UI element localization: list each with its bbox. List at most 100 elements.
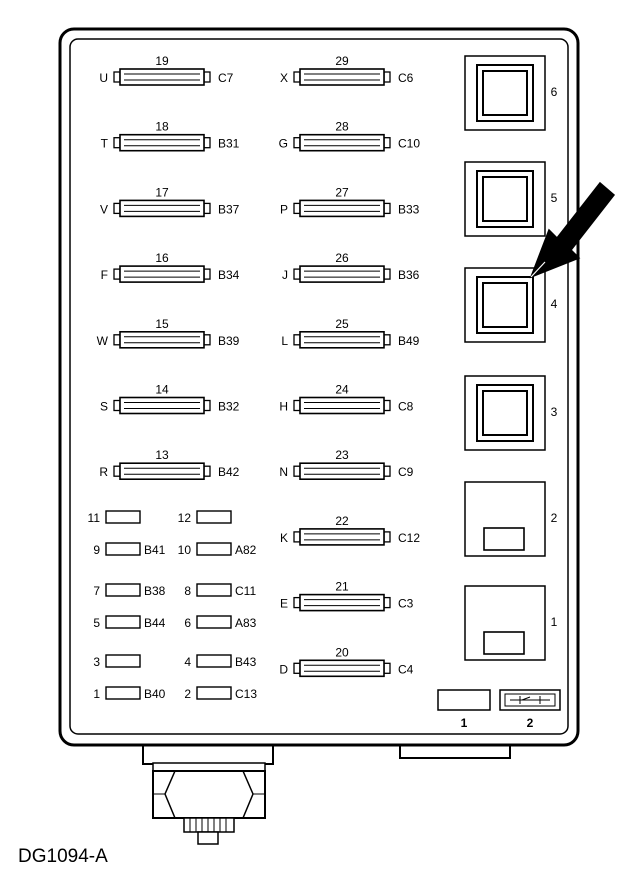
mini-fuse-6: 6 A83 <box>184 615 257 630</box>
fuse-number: 16 <box>155 251 169 265</box>
relay-4: 4 <box>464 267 558 343</box>
relay-label: 6 <box>551 85 558 99</box>
fuse-26: 26J B36 <box>282 251 420 283</box>
relay-label: 2 <box>551 511 558 525</box>
fuse-number: 26 <box>335 251 349 265</box>
mini-fuse-number: 9 <box>93 543 100 557</box>
fuse-left-label: S <box>100 400 108 414</box>
fuse-22: 22K C12 <box>280 514 420 546</box>
fuse-number: 29 <box>335 54 349 68</box>
fuse-right-label: C12 <box>398 531 420 545</box>
bottom-slots: 1 2 <box>437 689 561 730</box>
relay-label: 4 <box>551 297 558 311</box>
mini-fuse-number: 6 <box>184 616 191 630</box>
fuse-left-label: D <box>279 662 288 676</box>
fuse-number: 25 <box>335 317 349 331</box>
fuse-right-label: B33 <box>398 202 420 216</box>
fuse-right-label: C9 <box>398 465 414 479</box>
fuse-number: 18 <box>155 120 169 134</box>
relay-3: 3 <box>464 375 558 451</box>
bottom-slot-label-2: 2 <box>527 716 534 730</box>
fuse-left-label: G <box>279 137 288 151</box>
fuse-left-label: E <box>280 597 288 611</box>
fuse-right-label: C4 <box>398 662 414 676</box>
fuse-right-label: B37 <box>218 202 240 216</box>
fuse-right-label: B36 <box>398 268 420 282</box>
fuse-number: 17 <box>155 185 169 199</box>
indicator-arrow-icon <box>529 181 616 279</box>
mini-fuse-label: B38 <box>144 584 166 598</box>
mini-fuse-label: A83 <box>235 616 257 630</box>
mini-fuse-label: B43 <box>235 655 257 669</box>
fuse-left-label: X <box>280 71 288 85</box>
fuse-left-label: R <box>99 465 108 479</box>
fuse-25: 25L B49 <box>281 317 420 349</box>
fuse-left-label: N <box>279 465 288 479</box>
fuse-number: 23 <box>335 448 349 462</box>
mini-fuse-9: 9 B41 <box>93 542 166 557</box>
fuse-21: 21E C3 <box>280 580 414 612</box>
mini-fuse-number: 5 <box>93 616 100 630</box>
relay-label: 3 <box>551 405 558 419</box>
mini-fuse-number: 3 <box>93 655 100 669</box>
fuse-right-label: B49 <box>398 334 420 348</box>
fuse-left-label: L <box>281 334 288 348</box>
fuse-left-label: W <box>97 334 109 348</box>
fuse-number: 28 <box>335 120 349 134</box>
fuse-number: 19 <box>155 54 169 68</box>
fuse-20: 20D C4 <box>279 645 414 678</box>
fuse-left-label: K <box>280 531 288 545</box>
mini-fuse-number: 11 <box>88 511 101 525</box>
fuse-left-label: P <box>280 202 288 216</box>
fuse-left-label: J <box>282 268 288 282</box>
mini-fuse-label: B41 <box>144 543 166 557</box>
bottom-slot-1 <box>437 689 491 711</box>
fuse-number: 21 <box>335 580 349 594</box>
diagram-caption: DG1094-A <box>18 846 108 867</box>
relay-label: 1 <box>551 615 558 629</box>
fuse-number: 14 <box>155 383 169 397</box>
fuse-right-label: C10 <box>398 137 420 151</box>
fuse-left-label: F <box>101 268 108 282</box>
mini-fuse-label: B44 <box>144 616 166 630</box>
mini-fuse-number: 12 <box>178 511 192 525</box>
relay-column: 6 5 4 3 2 1 <box>464 55 558 661</box>
fuse-right-label: C3 <box>398 597 414 611</box>
fuse-right-label: B31 <box>218 137 240 151</box>
connector-assembly <box>142 741 511 845</box>
mini-fuse-label: A82 <box>235 543 257 557</box>
relay-label: 5 <box>551 191 558 205</box>
mini-fuse-3: 3 <box>93 654 141 669</box>
fuse-right-label: B32 <box>218 400 240 414</box>
fuse-left-label: H <box>279 400 288 414</box>
fuse-number: 27 <box>335 185 349 199</box>
fuse-right-label: B42 <box>218 465 240 479</box>
fuse-14: 14S B32 <box>100 383 240 415</box>
fuse-right-label: C8 <box>398 400 414 414</box>
fuse-13: 13R B42 <box>99 448 240 481</box>
fuse-number: 22 <box>335 514 349 528</box>
mini-fuse-number: 8 <box>184 584 191 598</box>
relay-2: 2 <box>464 481 558 557</box>
fuse-28: 28G C10 <box>279 120 420 152</box>
bottom-slot-label-1: 1 <box>461 716 468 730</box>
fuse-number: 20 <box>335 645 349 659</box>
fuse-27: 27P B33 <box>280 185 420 218</box>
mini-fuse-5: 5 B44 <box>93 615 166 630</box>
fuse-number: 13 <box>155 448 169 462</box>
mini-fuse-label: C13 <box>235 687 257 701</box>
